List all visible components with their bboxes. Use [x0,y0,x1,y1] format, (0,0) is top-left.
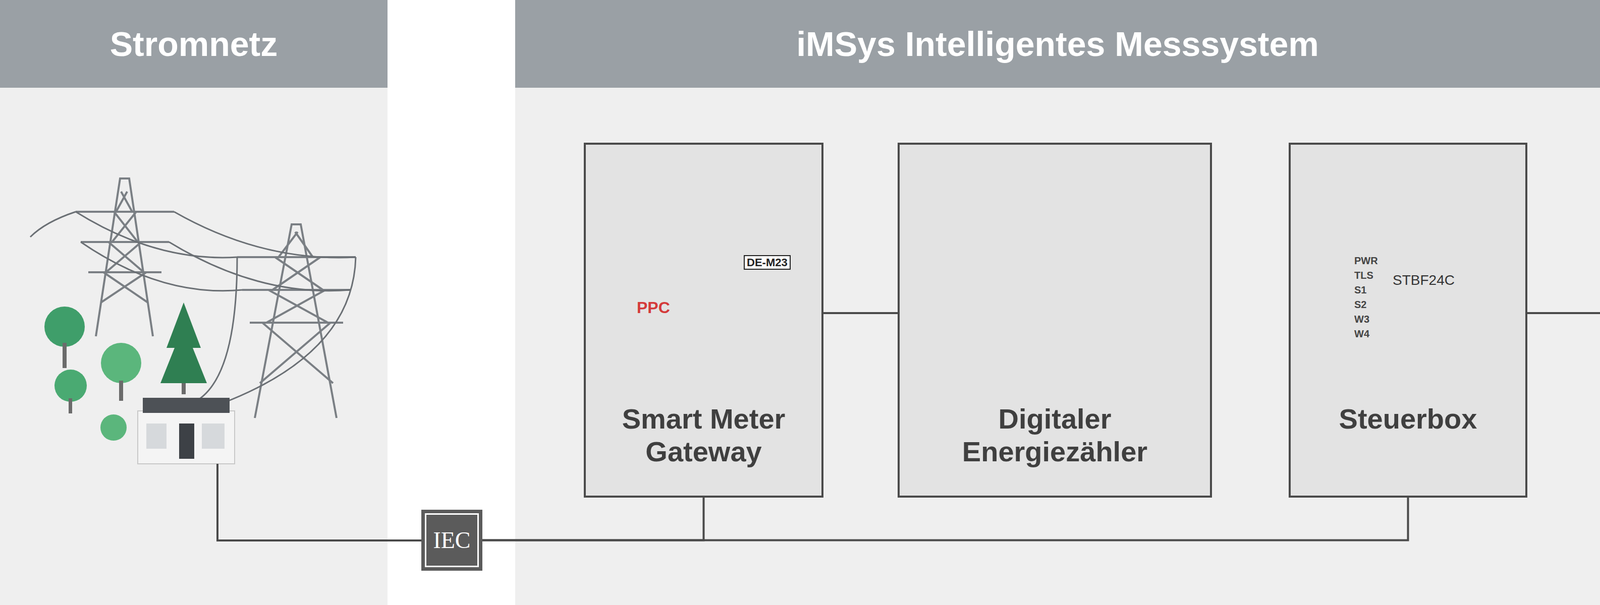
led-label: PWR [1354,255,1378,267]
wire [1527,312,1600,315]
substation [137,398,235,465]
power-line [30,211,356,404]
tree [44,306,85,348]
model-text: STBF24C [1392,272,1455,289]
power-pylon [254,224,337,419]
connector-line [482,498,704,541]
tree [100,414,127,441]
connector-line [823,312,898,315]
power-line [75,211,238,258]
logo-text: IEC [432,527,471,555]
power-line [80,242,243,292]
box-caption: Smart Meter Gateway [597,403,810,469]
header-band: Stromnetz [0,0,388,88]
wire [217,464,422,541]
tree [100,343,142,384]
led-label: W4 [1354,328,1370,341]
device-box: Steuerbox [1288,142,1528,499]
band-title: Stromnetz [109,24,278,64]
led-label: TLS [1354,269,1374,282]
tree [54,369,87,403]
panel-ground [0,87,1600,605]
device-box: Digitaler Energiezähler [897,142,1212,499]
power-line [169,242,351,292]
connector-line [482,498,1409,541]
power-line [174,211,356,258]
tree [62,343,67,369]
power-pylon [75,178,356,419]
tree [68,398,73,414]
power-pylon [100,191,148,303]
led-label: S1 [1354,284,1367,297]
led-label: W3 [1354,313,1370,326]
tree [181,383,186,395]
device-box: Smart Meter Gateway [583,142,824,499]
tree [160,302,207,384]
substation [146,423,167,450]
substation [201,423,225,450]
model-text: DE-M23 [743,255,791,270]
panel-ground [515,87,1600,605]
panel-ground [0,87,388,605]
box-caption: Steuerbox [1302,403,1514,436]
power-line [222,257,356,404]
substation [137,411,235,465]
band-title: iMSys Intelligentes Messsystem [796,24,1319,64]
led-label: S2 [1354,299,1367,311]
box-caption: Digitaler Energiezähler [911,403,1198,469]
header-band: iMSys Intelligentes Messsystem [515,0,1600,88]
substation [142,398,230,414]
tree [119,380,124,402]
substation [179,423,195,460]
power-line [30,211,76,238]
standard-logo: IEC [421,510,483,572]
brand-text: PPC [636,298,671,318]
